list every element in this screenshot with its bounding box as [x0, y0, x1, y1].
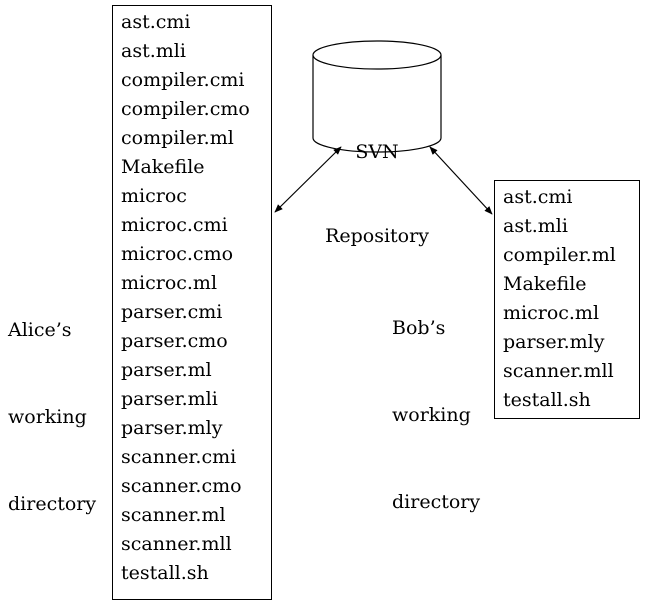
- file-list-item: parser.cmo: [121, 330, 228, 352]
- alice-label-line3: directory: [8, 493, 97, 515]
- file-list-item: microc.ml: [503, 302, 600, 324]
- bob-label-line2: working: [392, 404, 471, 426]
- svn-repository-cylinder: [312, 40, 442, 153]
- file-list-item: compiler.ml: [121, 127, 234, 149]
- file-list-item: scanner.ml: [121, 504, 226, 526]
- file-list-item: testall.sh: [503, 389, 591, 411]
- bob-directory-label: Bob’s working directory: [392, 256, 480, 546]
- file-list-item: scanner.mll: [121, 533, 232, 555]
- file-list-item: scanner.cmo: [121, 475, 242, 497]
- file-list-item: parser.mly: [503, 331, 605, 353]
- file-list-item: compiler.cmo: [121, 98, 250, 120]
- file-list-item: compiler.cmi: [121, 69, 245, 91]
- bob-label-line3: directory: [392, 491, 481, 513]
- svn-label-line1: SVN: [355, 141, 399, 163]
- file-list-item: testall.sh: [121, 562, 209, 584]
- file-list-item: parser.ml: [121, 359, 212, 381]
- file-list-item: ast.cmi: [121, 11, 191, 33]
- file-list-item: parser.mli: [121, 388, 218, 410]
- file-list-item: ast.mli: [503, 215, 568, 237]
- bob-working-directory-box: ast.cmi ast.mli compiler.ml Makefile mic…: [494, 180, 640, 419]
- file-list-item: microc.ml: [121, 272, 218, 294]
- file-list-item: microc.cmi: [121, 214, 228, 236]
- bob-repo-arrow: [429, 146, 493, 215]
- file-list-item: Makefile: [121, 156, 205, 178]
- file-list-item: ast.mli: [121, 40, 186, 62]
- file-list-item: microc: [121, 185, 187, 207]
- file-list-item: Makefile: [503, 273, 587, 295]
- alice-working-directory-box: ast.cmi ast.mli compiler.cmi compiler.cm…: [112, 5, 272, 600]
- alice-repo-arrow: [274, 146, 342, 213]
- bob-label-line1: Bob’s: [392, 317, 446, 339]
- alice-label-line2: working: [8, 406, 87, 428]
- file-list-item: scanner.cmi: [121, 446, 237, 468]
- file-list-item: parser.cmi: [121, 301, 223, 323]
- svn-label-line2: Repository: [325, 225, 429, 247]
- file-list-item: microc.cmo: [121, 243, 234, 265]
- alice-label-line1: Alice’s: [8, 319, 72, 341]
- file-list-item: ast.cmi: [503, 186, 573, 208]
- file-list-item: compiler.ml: [503, 244, 616, 266]
- file-list-item: parser.mly: [121, 417, 223, 439]
- alice-directory-label: Alice’s working directory: [8, 258, 96, 548]
- svn-repository-label: SVN Repository: [0, 82, 652, 278]
- file-list-item: scanner.mll: [503, 360, 614, 382]
